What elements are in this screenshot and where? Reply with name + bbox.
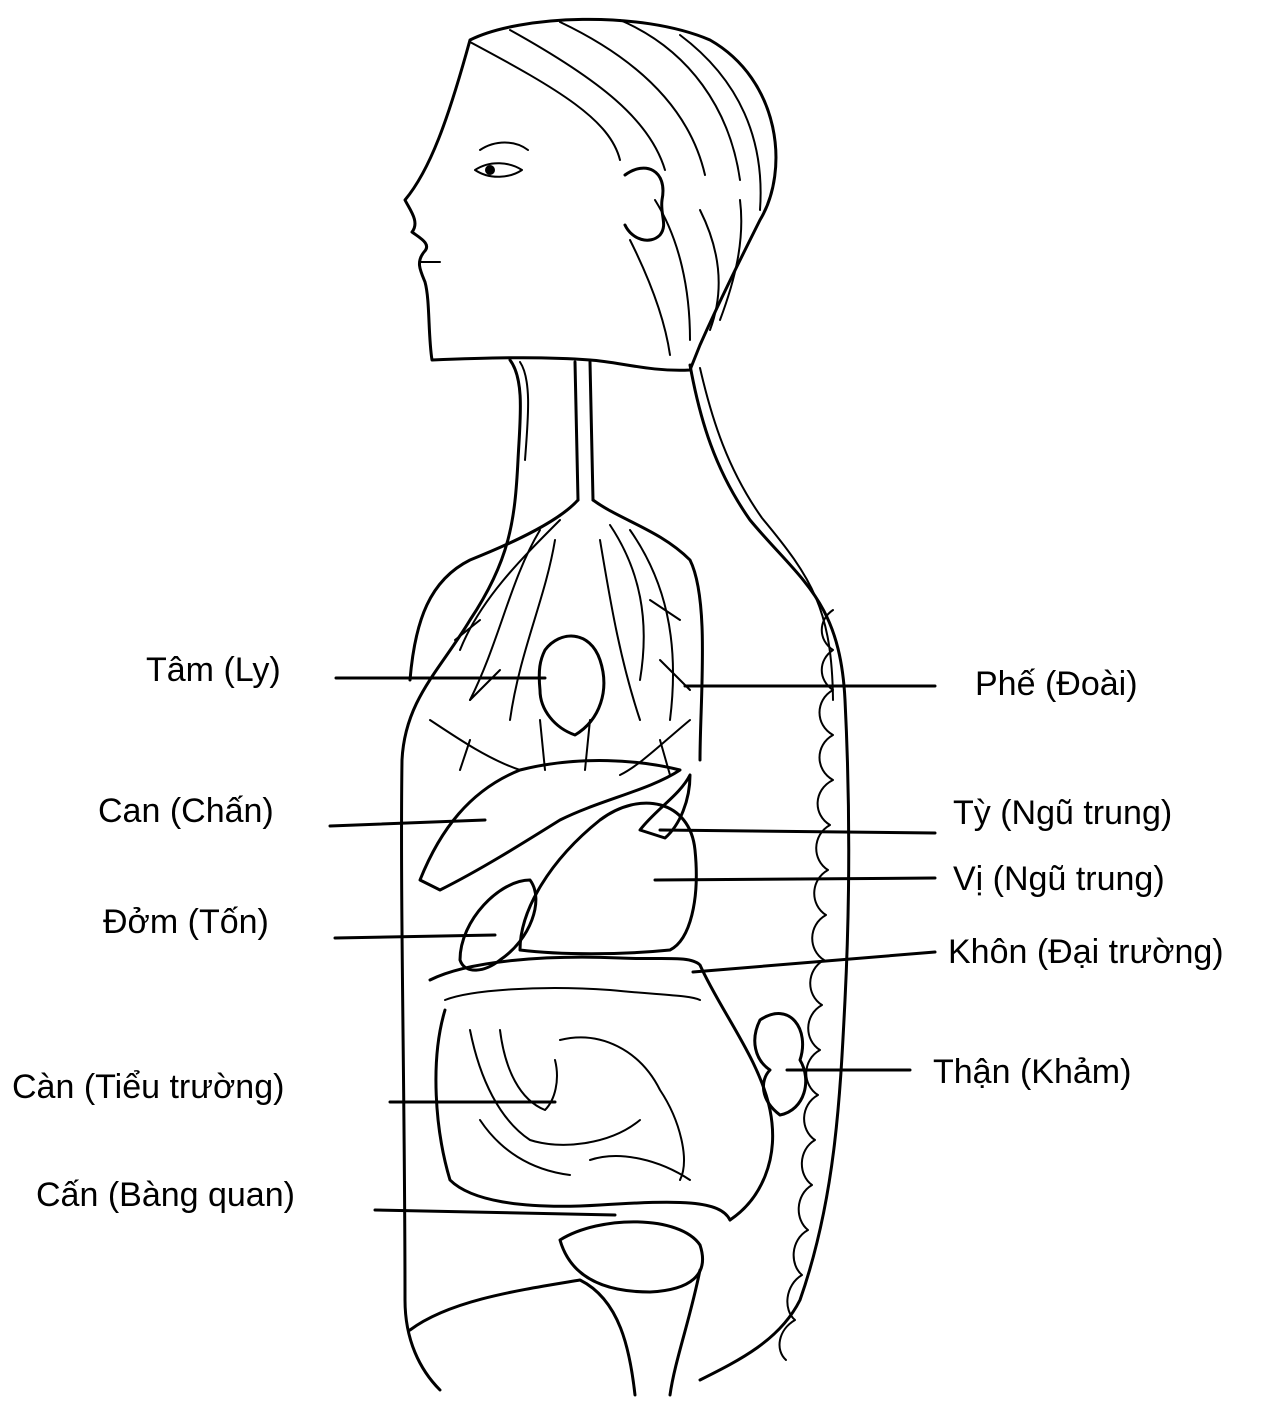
leader-dom: [335, 935, 495, 938]
label-than: Thận (Khảm): [933, 1055, 1131, 1089]
label-ty: Tỳ (Ngũ trung): [953, 796, 1172, 830]
label-phe: Phế (Đoài): [975, 667, 1138, 701]
heart-drawing: [539, 636, 604, 735]
leader-lines: [330, 678, 935, 1215]
label-vi: Vị (Ngũ trung): [953, 862, 1165, 896]
leader-can: [330, 820, 485, 826]
label-tam: Tâm (Ly): [146, 653, 281, 687]
lungs-drawing: [410, 500, 703, 775]
leader-vi: [655, 878, 935, 880]
label-khon: Khôn (Đại trường): [948, 935, 1224, 969]
label-canh: Càn (Tiểu trường): [12, 1070, 284, 1104]
label-can: Can (Chấn): [98, 794, 274, 828]
leader-ty: [660, 830, 935, 833]
leader-canbq: [375, 1210, 615, 1215]
head-drawing: [405, 19, 776, 370]
label-dom: Đởm (Tốn): [103, 905, 269, 939]
kidney-drawing: [755, 1014, 806, 1115]
intestines-drawing: [430, 957, 773, 1220]
label-canbq: Cấn (Bàng quan): [36, 1178, 295, 1212]
